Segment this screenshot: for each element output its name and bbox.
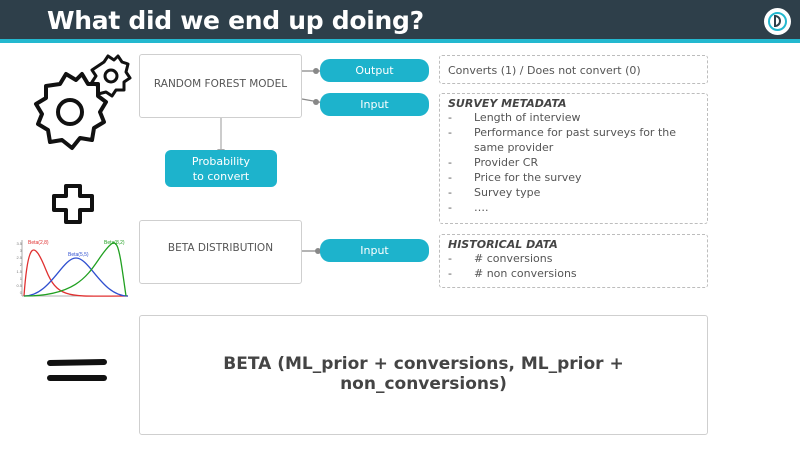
mini-chart-label-3: Beta(8,2)	[104, 240, 125, 246]
output-description-text: Converts (1) / Does not convert (0)	[448, 64, 641, 77]
historical-data-title: HISTORICAL DATA	[448, 238, 558, 251]
mini-chart-y-tick: 2.5	[16, 255, 22, 260]
mini-chart-y-tick: 2	[19, 262, 22, 267]
list-item: -# conversions	[448, 252, 553, 265]
page-title: What did we end up doing?	[47, 6, 424, 35]
list-item-text: Price for the survey	[474, 171, 582, 184]
gear-icon-large	[34, 72, 108, 150]
random-forest-model-label: RANDOM FOREST MODEL	[153, 78, 288, 90]
list-item-text: Performance for past surveys for the	[474, 126, 677, 139]
probability-line-1: Probability	[191, 154, 251, 168]
list-item: -….	[448, 201, 489, 214]
mini-chart-y-tick: 3	[19, 248, 22, 253]
list-item-continuation: same provider	[448, 140, 676, 155]
beta-mini-chart	[21, 240, 129, 297]
mini-chart-y-tick: 1.5	[16, 269, 22, 274]
input-pill-beta: Input	[320, 239, 429, 262]
output-pill: Output	[320, 59, 429, 82]
list-item: -Performance for past surveys for the	[448, 126, 677, 139]
header-bar: What did we end up doing?	[0, 0, 800, 43]
logo-ring	[768, 12, 787, 31]
gear-icon-small	[90, 54, 132, 98]
beta-distribution-label: BETA DISTRIBUTION	[167, 242, 274, 254]
survey-metadata-box: SURVEY METADATA -Length of interview -Pe…	[439, 93, 708, 224]
mini-chart-y-ticks: 3.5 3 2.5 2 1.5 1 0.5 0	[14, 240, 22, 296]
list-item: -Length of interview	[448, 111, 581, 124]
list-item-text: # non conversions	[474, 267, 577, 280]
connector-dot-output	[313, 68, 319, 74]
list-item-text: Length of interview	[474, 111, 581, 124]
survey-metadata-content: SURVEY METADATA -Length of interview -Pe…	[448, 97, 676, 215]
list-item-text: Provider CR	[474, 156, 539, 169]
random-forest-model-box: RANDOM FOREST MODEL	[139, 54, 302, 118]
input-pill-model: Input	[320, 93, 429, 116]
equals-icon-top	[47, 359, 107, 366]
historical-data-box: HISTORICAL DATA -# conversions -# non co…	[439, 234, 708, 288]
connector-dot-input-model	[313, 99, 319, 105]
mini-chart-y-tick: 0	[19, 290, 22, 295]
formula-box: BETA (ML_prior + conversions, ML_prior +…	[139, 315, 708, 435]
plus-icon	[52, 184, 94, 224]
mini-chart-label-1: Beta(2,8)	[28, 240, 49, 246]
probability-line-2: to convert	[192, 169, 250, 183]
mini-chart-label-2: Beta(5,5)	[68, 252, 89, 258]
mini-chart-y-tick: 3.5	[16, 241, 22, 246]
list-item: -Survey type	[448, 186, 541, 199]
beta-distribution-box: BETA DISTRIBUTION	[139, 220, 302, 284]
mini-chart-y-tick: 0.5	[16, 283, 22, 288]
list-item-text: same provider	[474, 141, 554, 154]
output-description-box: Converts (1) / Does not convert (0)	[439, 55, 708, 84]
list-item-text: Survey type	[474, 186, 541, 199]
mini-chart-series-beta-2-8	[23, 249, 129, 297]
list-item-text: # conversions	[474, 252, 553, 265]
formula-text: BETA (ML_prior + conversions, ML_prior +…	[223, 354, 624, 394]
list-item: -Price for the survey	[448, 171, 582, 184]
connector-dot-input-beta	[315, 248, 321, 254]
list-item-text: ….	[474, 201, 489, 214]
logo-d-mark	[774, 15, 781, 27]
list-item: -# non conversions	[448, 267, 577, 280]
brand-logo	[764, 8, 791, 35]
survey-metadata-title: SURVEY METADATA	[448, 97, 567, 110]
historical-data-content: HISTORICAL DATA -# conversions -# non co…	[448, 238, 577, 281]
mini-chart-series-beta-5-5	[23, 257, 129, 297]
mini-chart-series-beta-8-2	[23, 242, 127, 297]
probability-to-convert-pill: Probability to convert	[165, 150, 277, 187]
mini-chart-y-tick: 1	[19, 276, 22, 281]
list-item: -Provider CR	[448, 156, 539, 169]
